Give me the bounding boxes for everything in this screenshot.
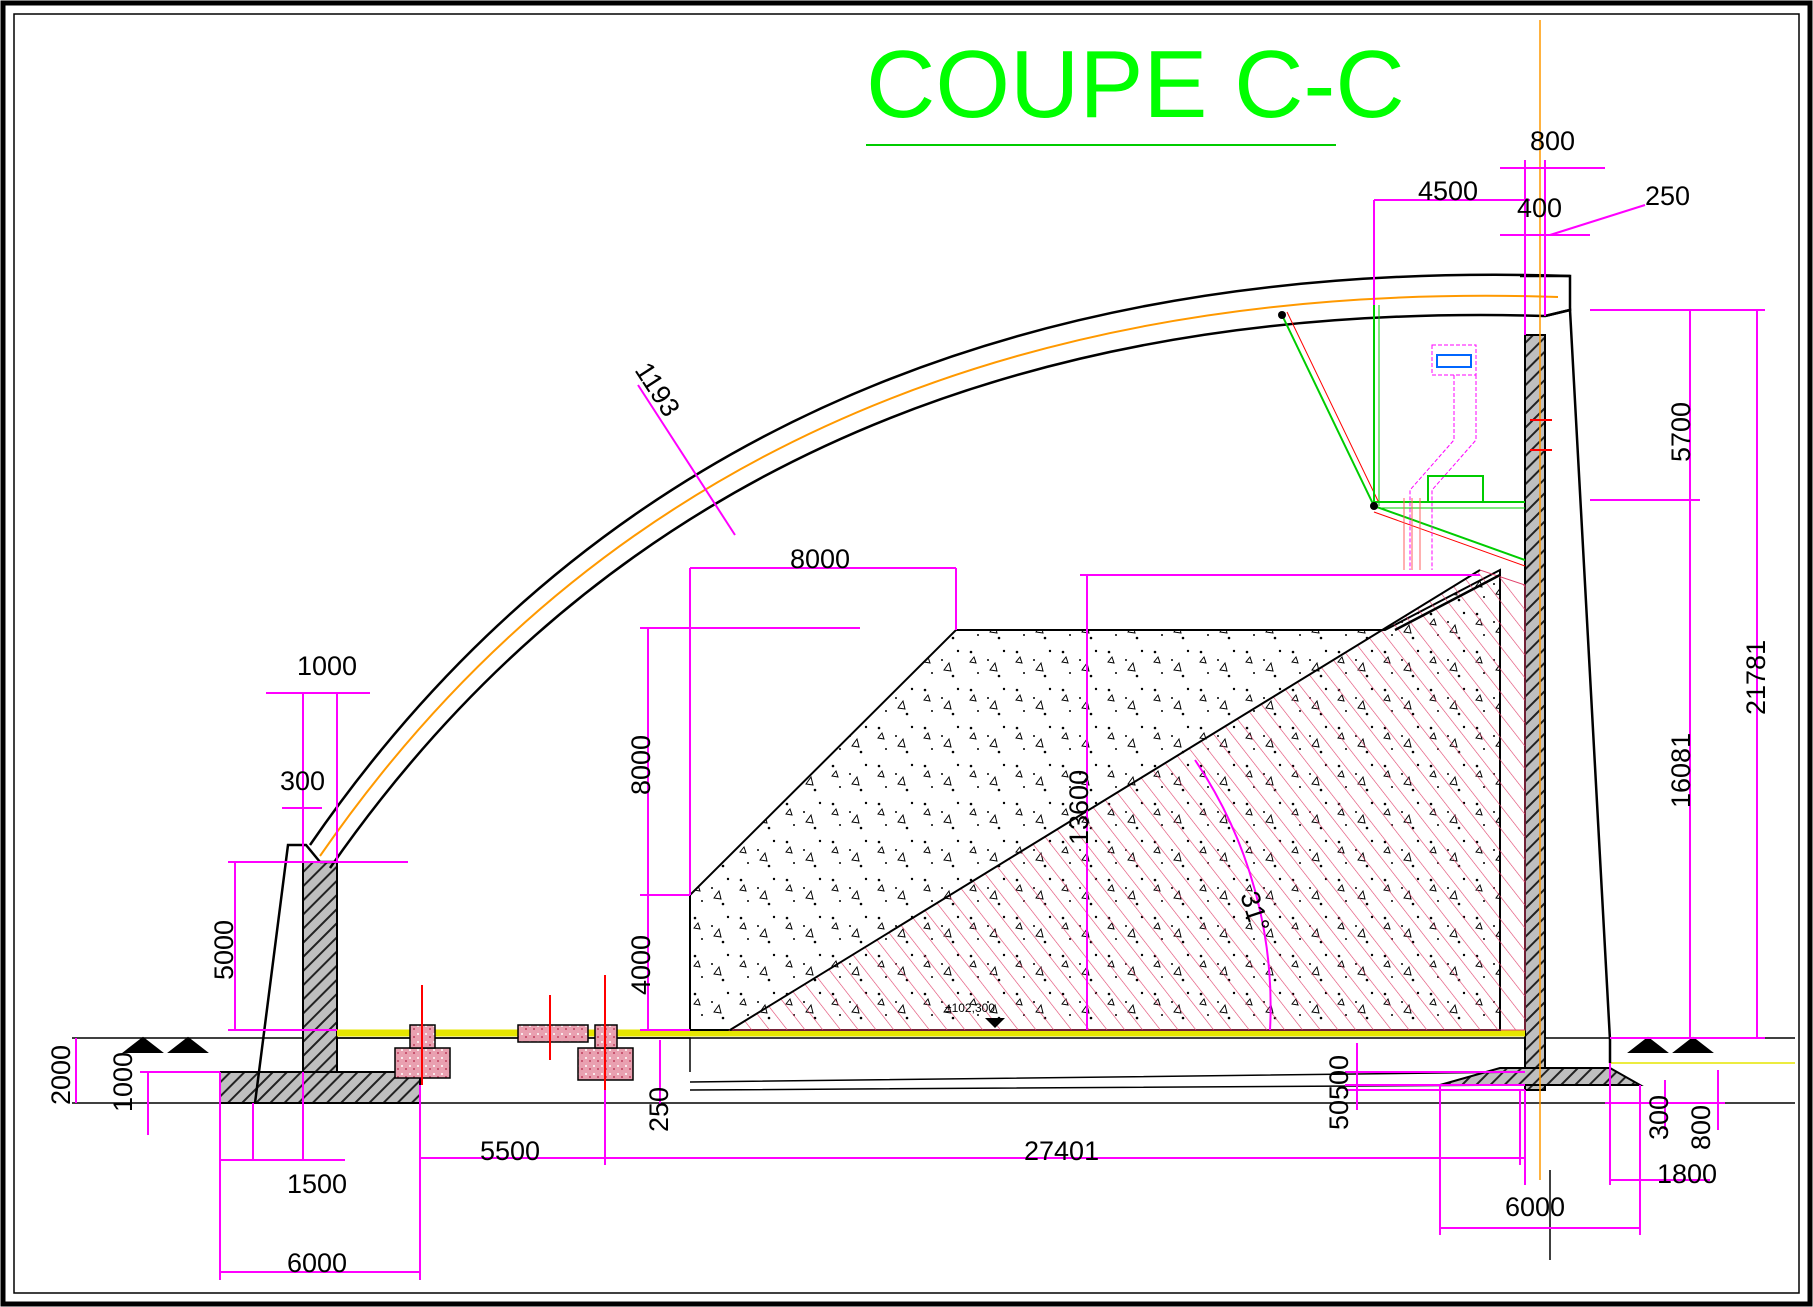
right-buttress — [1544, 308, 1612, 1063]
dim-250-bottom: 250 — [644, 1087, 674, 1132]
dim-500: 500 — [1324, 1055, 1354, 1100]
drawing-title: COUPE C-C — [866, 31, 1405, 138]
left-wall — [302, 861, 338, 1073]
dim-300-wall: 300 — [280, 766, 325, 796]
arch-inner — [328, 313, 1546, 869]
dim-8000-vertical: 8000 — [626, 735, 656, 795]
dim-27401: 27401 — [1024, 1136, 1099, 1166]
dim-4000: 4000 — [626, 935, 656, 995]
dim-13600: 13600 — [1064, 770, 1094, 845]
dim-50: 50 — [1324, 1100, 1354, 1130]
right-column — [1524, 334, 1546, 1091]
dim-1000-wall: 1000 — [297, 651, 357, 681]
rail-beam — [517, 995, 589, 1060]
arch-axis — [319, 294, 1559, 857]
dim-5500: 5500 — [480, 1136, 540, 1166]
angle-arc — [1194, 759, 1272, 1031]
dim-1000-left: 1000 — [108, 1052, 138, 1112]
ground-symbol-left — [122, 1036, 209, 1053]
pier-left — [394, 985, 451, 1085]
dim-6000-left: 6000 — [287, 1248, 347, 1278]
dimension-lines — [75, 160, 1765, 1280]
dim-300-bottom: 300 — [1644, 1095, 1674, 1140]
dim-21781: 21781 — [1741, 640, 1771, 715]
dim-400: 400 — [1517, 193, 1562, 223]
arch-outer — [308, 273, 1571, 846]
pier-right — [577, 975, 634, 1090]
level-mark: ±102,300 — [945, 1001, 995, 1015]
dim-4500: 4500 — [1418, 176, 1478, 206]
dim-5700: 5700 — [1666, 402, 1696, 462]
dim-2000-left: 2000 — [46, 1045, 76, 1105]
dim-6000-right: 6000 — [1505, 1192, 1565, 1222]
dim-250-top: 250 — [1645, 181, 1690, 211]
dim-1800: 1800 — [1657, 1159, 1717, 1189]
dim-16081: 16081 — [1666, 733, 1696, 808]
dim-800-bottom: 800 — [1686, 1105, 1716, 1150]
left-buttress — [253, 843, 321, 1104]
dim-8000-horizontal: 8000 — [790, 544, 850, 574]
conveyor-truss — [1278, 305, 1552, 570]
dim-1193: 1193 — [629, 357, 686, 422]
left-footing — [219, 1071, 421, 1104]
dim-1500: 1500 — [287, 1169, 347, 1199]
dim-800-top: 800 — [1530, 126, 1575, 156]
ground-symbol-right — [1627, 1036, 1714, 1053]
inner-border — [13, 13, 1800, 1294]
dim-5000: 5000 — [209, 920, 239, 980]
